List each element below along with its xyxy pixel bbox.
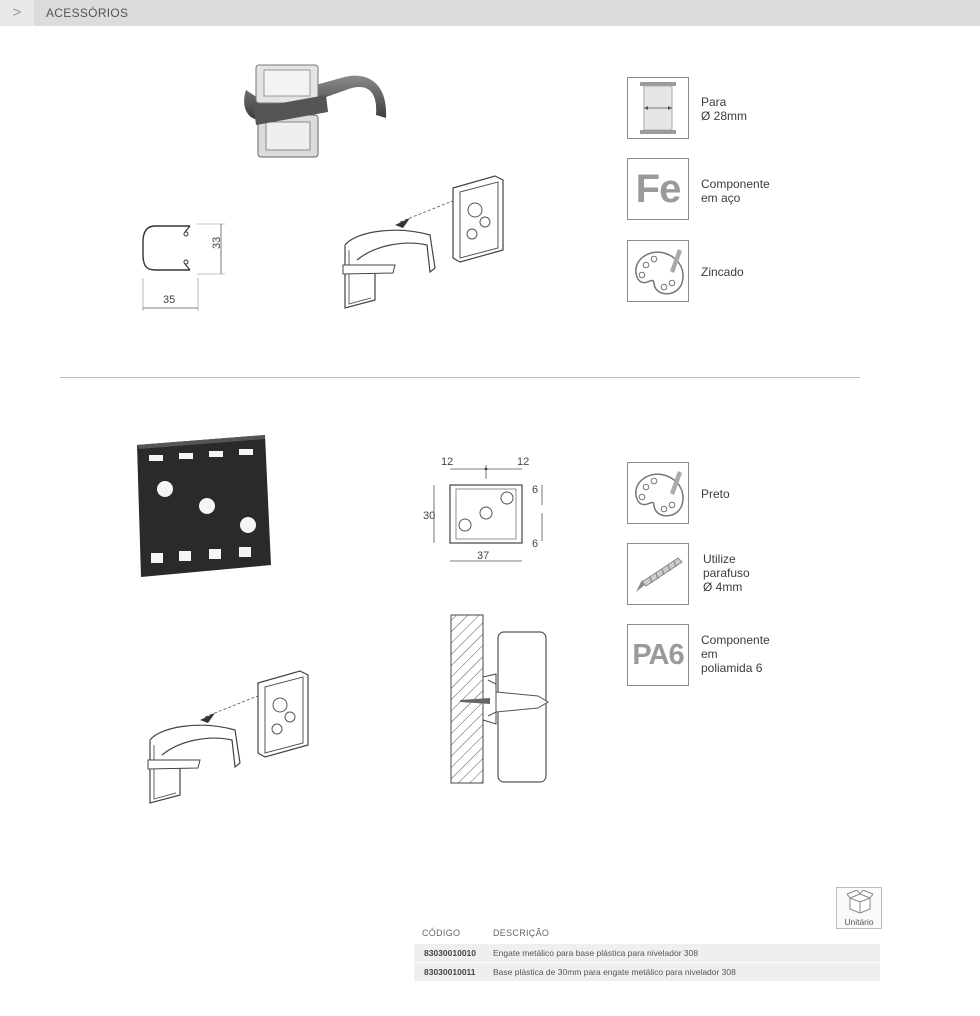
dimension-top-offset: 6 bbox=[532, 484, 538, 496]
metal-hook-photo bbox=[244, 64, 387, 158]
paint-palette-icon bbox=[627, 240, 689, 302]
dimension-left: 12 bbox=[441, 456, 453, 468]
tube-diameter-icon bbox=[627, 77, 689, 139]
attr-label-color: Preto bbox=[701, 487, 730, 501]
assembly-drawing bbox=[342, 175, 504, 309]
screw-icon bbox=[627, 543, 689, 605]
row-code: 83030010010 bbox=[424, 948, 477, 958]
packaging-badge: Unitário bbox=[836, 887, 882, 929]
row-code: 83030010011 bbox=[424, 967, 476, 977]
attr-label-material: Componente em aço bbox=[701, 177, 770, 205]
wall-mount-section-drawing bbox=[450, 614, 549, 784]
dimension-width: 35 bbox=[163, 294, 175, 306]
attr-label-diameter: Para Ø 28mm bbox=[701, 95, 748, 123]
assembly-drawing-2 bbox=[147, 670, 309, 804]
section-divider bbox=[60, 377, 860, 378]
dimension-right: 12 bbox=[517, 456, 529, 468]
attr-label-material: Componente em poliamida 6 bbox=[701, 633, 770, 675]
attr-label-finish: Zincado bbox=[701, 265, 744, 279]
table-row: 83030010011 Base plástica de 30mm para e… bbox=[414, 963, 880, 981]
paint-palette-icon bbox=[627, 462, 689, 524]
box-icon bbox=[847, 890, 873, 914]
plastic-base-photo bbox=[137, 435, 271, 577]
dimension-width: 37 bbox=[477, 550, 489, 562]
attr-label-screw: Utilize parafuso Ø 4mm bbox=[703, 552, 750, 594]
chevron-right-icon[interactable]: > bbox=[0, 0, 34, 26]
clip-dimension-drawing: 33 35 bbox=[142, 223, 225, 311]
base-dimension-drawing: 12 12 30 37 6 6 bbox=[423, 456, 543, 562]
table-header-code: CÓDIGO bbox=[422, 928, 461, 938]
header-bar bbox=[0, 0, 980, 26]
dimension-height: 33 bbox=[211, 237, 223, 249]
table-header-description: DESCRIÇÃO bbox=[493, 928, 550, 938]
row-description: Base plástica de 30mm para engate metáli… bbox=[493, 967, 736, 977]
dimension-bottom-offset: 6 bbox=[532, 538, 538, 550]
table-row: 83030010010 Engate metálico para base pl… bbox=[414, 944, 880, 962]
fe-steel-icon: Fe bbox=[627, 158, 689, 220]
pa6-polyamide-icon: PA6 bbox=[627, 624, 689, 686]
dimension-height: 30 bbox=[423, 510, 435, 522]
section-title: ACESSÓRIOS bbox=[46, 6, 129, 20]
row-description: Engate metálico para base plástica para … bbox=[493, 948, 699, 958]
